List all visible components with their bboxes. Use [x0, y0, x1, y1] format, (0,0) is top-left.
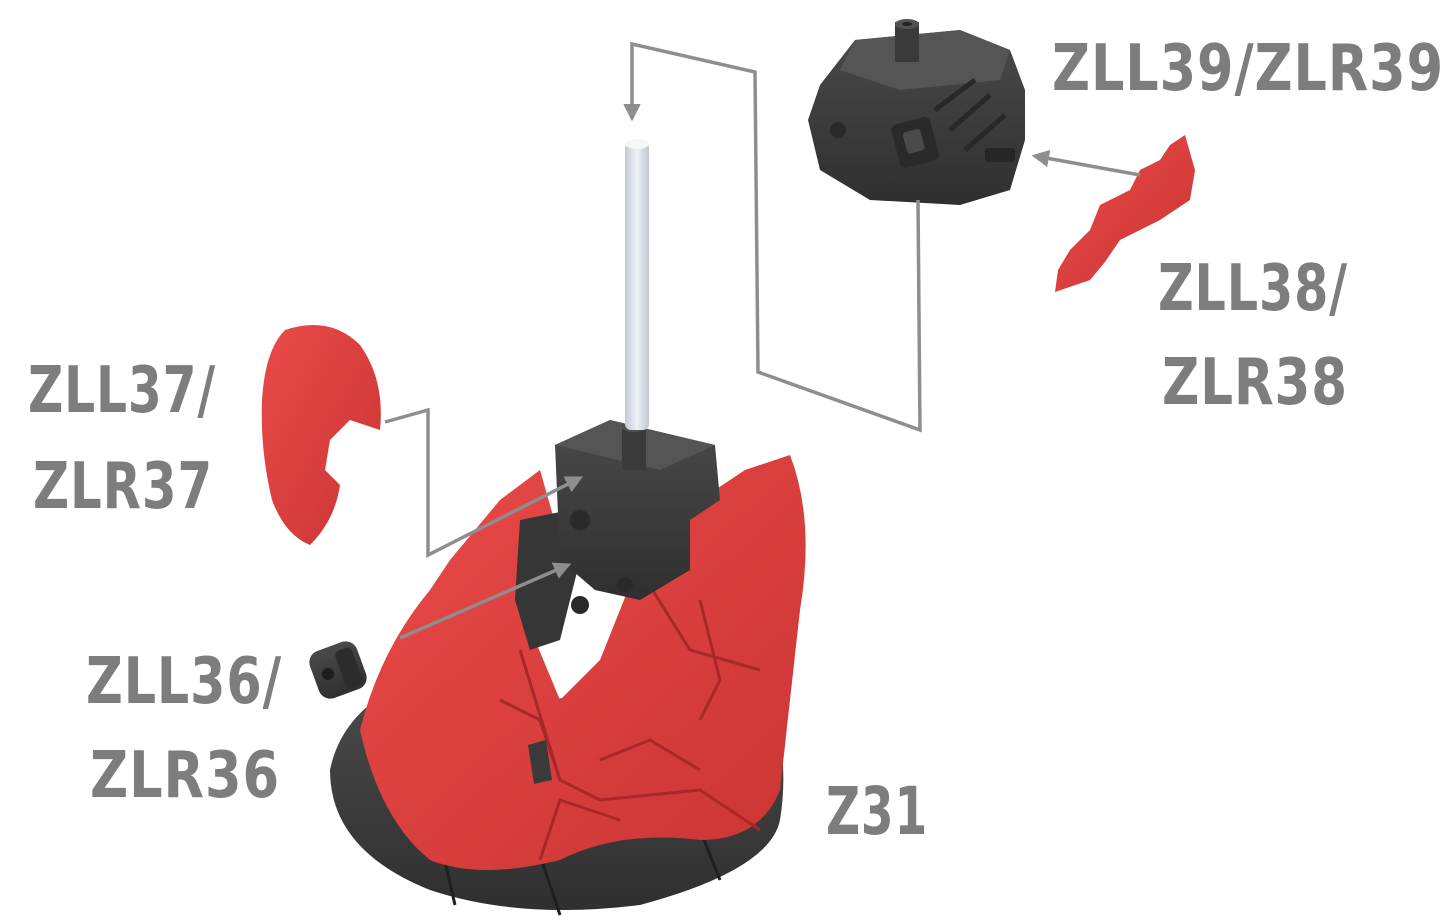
label-zll37-line2: ZLR37: [33, 450, 213, 524]
pin-part: [625, 139, 649, 430]
label-zll39-zlr39: ZLL39/ZLR39: [1052, 32, 1444, 106]
part-zll37-red: [262, 325, 381, 545]
arrow-zll38-to-zll39: [1035, 156, 1140, 175]
label-zll36-line1: ZLL36/: [86, 645, 282, 719]
label-zll37-line1: ZLL37/: [28, 354, 216, 428]
label-z31: Z31: [826, 773, 928, 850]
label-zll38-line2: ZLR38: [1162, 346, 1348, 420]
label-zll38-line1: ZLL38/: [1158, 252, 1348, 326]
part-zll36-small: [306, 638, 370, 702]
part-zll39-block: [808, 19, 1025, 205]
label-zll36-line2: ZLR36: [90, 739, 280, 813]
